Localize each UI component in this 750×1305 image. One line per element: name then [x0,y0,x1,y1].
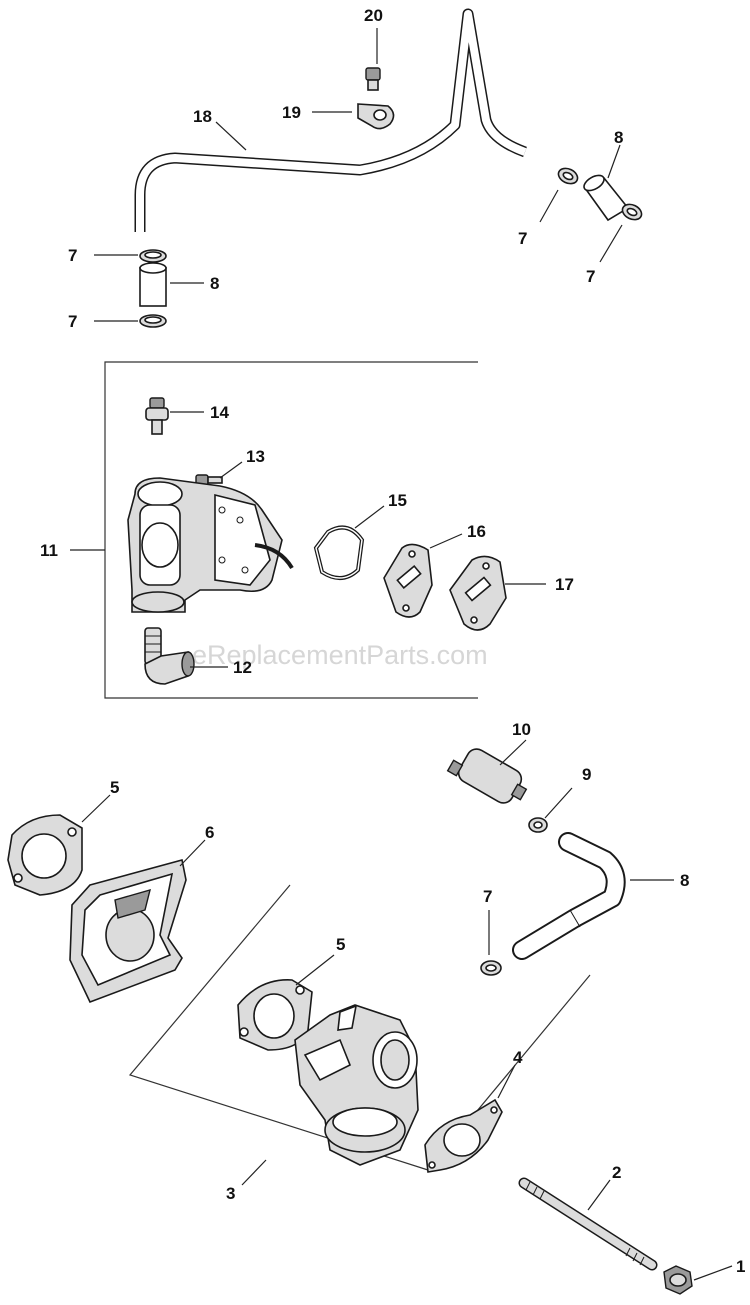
callout-13: 13 [246,447,265,466]
fuel-pump-11 [127,477,294,613]
hose-clamp-7-upper-right [557,167,579,185]
callout-1: 1 [736,1257,745,1276]
callout-7-lower-left: 7 [68,312,77,331]
callout-14: 14 [210,403,229,422]
callout-7-lower-right: 7 [586,267,595,286]
leader-lines [70,28,733,1281]
callout-10: 10 [512,720,531,739]
spacer-6 [69,859,187,1004]
hose-clamp-7-lower [480,960,502,976]
callout-4: 4 [513,1048,523,1067]
callout-5-left: 5 [110,778,119,797]
fuel-pump-assembly-box [104,361,478,699]
hose-clamp-7-lower-right [621,203,643,221]
gasket-4 [424,1098,503,1173]
clip-19 [357,103,395,130]
callout-9: 9 [582,765,591,784]
hose-8-bent [512,832,626,960]
hose-clamp-9 [528,817,548,833]
callout-labels: 20 19 18 8 7 7 7 8 7 14 13 15 16 11 17 1… [40,6,745,1276]
elbow-fitting-12 [144,627,195,685]
carburetor [294,1004,419,1166]
hose-8-left [139,262,167,307]
fuel-filter-10 [446,748,528,804]
callout-18: 18 [193,107,212,126]
watermark: eReplacementParts.com [192,640,488,670]
callout-8-lower: 8 [680,871,689,890]
callout-5-carb: 5 [336,935,345,954]
gasket-17 [449,555,507,631]
gasket-5-carb [237,979,313,1051]
gasket-16 [383,543,433,618]
stud-2 [518,1177,658,1271]
callout-6: 6 [205,823,214,842]
callout-20: 20 [364,6,383,25]
callout-8-left: 8 [210,274,219,293]
fitting-14 [145,397,169,435]
fitting-20 [365,67,381,91]
callout-3: 3 [226,1184,235,1203]
carburetor-assembly-box [128,884,591,1171]
hose-8-right [583,174,630,222]
hose-clamp-7-upper-left [139,249,167,263]
callout-11: 11 [40,541,58,560]
callout-16: 16 [467,522,486,541]
gasket-15 [313,525,365,580]
gasket-5-left [7,814,83,896]
callout-12: 12 [233,658,252,677]
callout-17: 17 [555,575,574,594]
callout-15: 15 [388,491,407,510]
callout-7-upper-right: 7 [518,229,527,248]
hose-clamp-7-lower-left [139,314,167,328]
callout-19: 19 [282,103,301,122]
fuel-line-18 [134,8,527,232]
callout-2: 2 [612,1163,621,1182]
nut-1 [663,1265,693,1295]
callout-8-upper-right: 8 [614,128,623,147]
callout-7-lower: 7 [483,887,492,906]
callout-7-upper-left: 7 [68,246,77,265]
